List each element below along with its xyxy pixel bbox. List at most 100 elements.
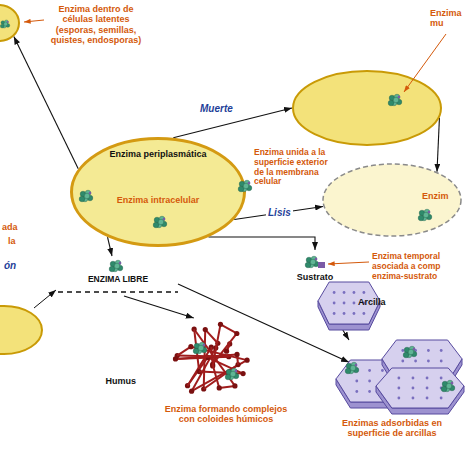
- enzyme-subunit: [409, 346, 415, 352]
- clay-pore: [353, 302, 356, 305]
- clay-pore: [343, 312, 346, 315]
- enzyme-subunit: [393, 97, 399, 103]
- clay-pore: [353, 291, 356, 294]
- enzyme-subunit: [112, 266, 118, 272]
- enzyme-subunit: [239, 181, 245, 187]
- enzyme-subunit: [243, 183, 249, 189]
- enzyme-subunit: [351, 362, 357, 368]
- enzyme-subunit: [226, 369, 232, 375]
- connector: [437, 118, 439, 172]
- active-site: [451, 382, 454, 385]
- enzyme-subunit: [442, 381, 448, 387]
- active-site: [163, 218, 166, 221]
- enzyme-subunit: [449, 385, 455, 391]
- lysed-cell: [323, 164, 461, 236]
- annotation: Enzima unida a la superficie exterior de…: [254, 148, 328, 187]
- clay-pore: [414, 360, 417, 363]
- dashed-rule: [58, 291, 178, 293]
- node-humus: HumusEnzima formando complejos con coloi…: [168, 318, 254, 398]
- node-text: ENZIMA LIBRE: [58, 275, 178, 285]
- enzyme-subunit: [194, 343, 200, 349]
- edge-label: Lisis: [266, 207, 293, 219]
- node-text: Enzima dentro de células latentes (espor…: [46, 4, 146, 45]
- enzyme-subunit: [424, 209, 430, 215]
- enzyme-subunit: [193, 348, 199, 354]
- enzyme-subunit: [79, 196, 85, 202]
- cell-membrane: [72, 139, 245, 246]
- active-site: [203, 344, 206, 347]
- clay-pore: [401, 349, 404, 352]
- enzyme-subunit: [426, 214, 432, 220]
- enzyme-subunit: [389, 95, 395, 101]
- enzyme-subunit: [346, 363, 352, 369]
- enzyme-subunit: [110, 261, 116, 267]
- clay-pore: [427, 360, 430, 363]
- enzyme-icon: [441, 380, 455, 392]
- clay-pore: [440, 387, 443, 390]
- enzyme-subunit: [201, 347, 207, 353]
- enzyme-subunit: [80, 191, 86, 197]
- clay-pore: [355, 369, 358, 372]
- enzyme-subunit: [4, 20, 8, 24]
- humic-node: [232, 383, 237, 388]
- enzyme-subunit: [161, 221, 167, 227]
- enzyme-subunit: [196, 348, 202, 354]
- enzyme-subunit: [115, 260, 121, 266]
- node-text: Enzima mu: [430, 8, 470, 29]
- humic-node: [217, 385, 222, 390]
- clay-pore: [401, 360, 404, 363]
- enzyme-subunit: [353, 367, 359, 373]
- node-lysed: Enzim: [322, 163, 462, 237]
- node-text: Enzima intracelular: [106, 195, 210, 205]
- enzyme-subunit: [391, 100, 397, 106]
- node-outline: [292, 70, 442, 146]
- connector: [343, 330, 349, 340]
- enzyme-subunit: [198, 345, 204, 351]
- clay-pore: [412, 387, 415, 390]
- enzyme-subunit: [238, 186, 244, 192]
- clay-pore: [368, 390, 371, 393]
- humic-strand: [177, 356, 229, 357]
- clay-pore: [362, 291, 365, 294]
- enzyme-subunit: [231, 368, 237, 374]
- clay-pore: [397, 397, 400, 400]
- humic-node: [188, 344, 193, 349]
- enzyme-subunit: [233, 373, 239, 379]
- clay-pore: [368, 369, 371, 372]
- humic-node: [244, 358, 249, 363]
- clay-pore: [381, 369, 384, 372]
- enzyme-subunit: [446, 383, 452, 389]
- cell-membrane: [0, 5, 19, 41]
- annotation: ón: [4, 260, 34, 272]
- enzyme-subunit: [114, 263, 120, 269]
- enzyme-subunit: [6, 23, 10, 27]
- enzyme-subunit: [154, 217, 160, 223]
- enzyme-subunit: [421, 215, 427, 221]
- humic-strand: [204, 365, 238, 389]
- active-site: [248, 182, 251, 185]
- humic-strand: [204, 330, 206, 389]
- humic-strand: [191, 347, 247, 360]
- enzyme-subunit: [305, 262, 311, 268]
- clay-pore: [397, 377, 400, 380]
- enzyme-subunit: [311, 256, 317, 262]
- enzyme-subunit: [308, 262, 314, 268]
- humic-node: [224, 349, 229, 354]
- clay-pore: [440, 360, 443, 363]
- enzyme-subunit: [158, 219, 164, 225]
- node-text: Enzimas adsorbidas en superficie de arci…: [322, 418, 462, 439]
- node-text: Sustrato: [286, 272, 344, 282]
- enzyme-icon: [0, 20, 10, 28]
- enzyme-icon: [388, 94, 402, 106]
- humic-node: [218, 322, 223, 327]
- clay-pore: [426, 387, 429, 390]
- enzyme-subunit: [156, 222, 162, 228]
- enzyme-icon: [418, 209, 432, 221]
- enzyme-icon: [79, 190, 93, 202]
- clay-pore: [333, 312, 336, 315]
- enzyme-subunit: [117, 265, 123, 271]
- clay-pore: [440, 349, 443, 352]
- node-stack: Enzimas adsorbidas en superficie de arci…: [336, 340, 466, 414]
- node-text: Humus: [86, 376, 136, 386]
